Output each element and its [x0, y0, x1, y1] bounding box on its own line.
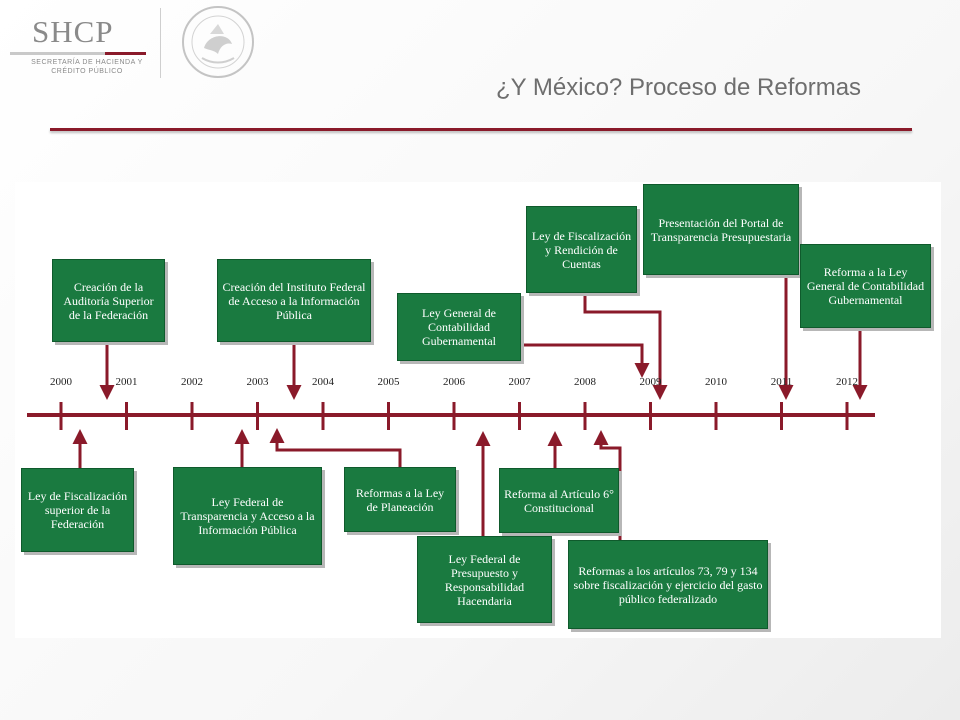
logo-subtitle: SECRETARÍA DE HACIENDA Y CRÉDITO PÚBLICO — [31, 59, 143, 75]
logo-separator — [160, 8, 161, 78]
logo-rule — [10, 52, 146, 55]
year-label-2008: 2008 — [574, 376, 596, 388]
timeline-graphics — [27, 274, 875, 542]
arrow-articulos73 — [593, 430, 622, 542]
event-presupuesto: Ley Federal de Presupuesto y Responsabil… — [417, 536, 552, 623]
event-label: Reforma al Artículo 6° Constitucional — [504, 486, 614, 515]
year-label-2012: 2012 — [836, 376, 858, 388]
event-label: Reformas a los artículos 73, 79 y 134 so… — [573, 563, 763, 606]
year-label-2002: 2002 — [181, 376, 203, 388]
event-articulo6: Reforma al Artículo 6° Constitucional — [499, 468, 619, 533]
event-label: Creación de la Auditoría Superior de la … — [63, 279, 154, 322]
year-label-2007: 2007 — [508, 376, 531, 388]
arrow-planeacion — [269, 428, 402, 470]
title-divider — [50, 128, 912, 131]
year-label-2000: 2000 — [50, 376, 72, 388]
event-label: Creación del Instituto Federal de Acceso… — [222, 279, 366, 322]
event-contabilidad: Ley General de Contabilidad Gubernamenta… — [397, 293, 521, 361]
year-ticks — [59, 402, 849, 430]
event-label: Ley General de Contabilidad Gubernamenta… — [422, 306, 496, 348]
event-articulos73: Reformas a los artículos 73, 79 y 134 so… — [568, 540, 768, 629]
event-ifai: Creación del Instituto Federal de Acceso… — [217, 259, 371, 342]
event-label: Ley de Fiscalización superior de la Fede… — [27, 489, 128, 531]
year-label-2011: 2011 — [770, 376, 793, 388]
header: SHCP SECRETARÍA DE HACIENDA Y CRÉDITO PÚ… — [0, 0, 960, 140]
year-label-2004: 2004 — [312, 376, 334, 388]
shcp-logo: SHCP — [32, 14, 114, 49]
reform-timeline-diagram: 2000 2001 2002 2003 2004 2005 2006 2007 2008 2009… — [15, 182, 941, 638]
year-label-2005: 2005 — [377, 376, 400, 388]
event-label: Reforma a la Ley General de Contabilidad… — [806, 265, 925, 307]
event-portal: Presentación del Portal de Transparencia… — [643, 184, 799, 275]
year-label-2010: 2010 — [705, 376, 727, 388]
year-label-2001: 2001 — [115, 376, 138, 388]
event-label: Ley Federal de Presupuesto y Responsabil… — [444, 551, 525, 608]
year-label-2009: 2009 — [639, 376, 662, 388]
year-label-2006: 2006 — [443, 376, 465, 388]
event-planeacion: Reformas a la Ley de Planeación — [344, 467, 456, 532]
event-fiscalizacion-rendicion: Ley de Fiscalización y Rendición de Cuen… — [526, 206, 637, 293]
event-reforma-contabilidad: Reforma a la Ley General de Contabilidad… — [800, 244, 931, 328]
arrow-contabilidad — [522, 343, 650, 378]
year-label-2003: 2003 — [246, 376, 269, 388]
event-transparencia: Ley Federal de Transparencia y Acceso a … — [173, 467, 322, 565]
event-auditoria: Creación de la Auditoría Superior de la … — [52, 259, 165, 342]
event-label: Ley de Fiscalización y Rendición de Cuen… — [531, 228, 632, 271]
arrow-fiscalizacion-rendicion — [583, 292, 668, 400]
event-label: Ley Federal de Transparencia y Acceso a … — [180, 495, 315, 537]
national-seal-icon — [182, 6, 254, 78]
event-fiscalizacion-superior: Ley de Fiscalización superior de la Fede… — [21, 468, 134, 552]
slide-title: ¿Y México? Proceso de Reformas — [496, 74, 862, 101]
event-label: Reformas a la Ley de Planeación — [355, 485, 445, 514]
event-label: Presentación del Portal de Transparencia… — [650, 215, 792, 244]
